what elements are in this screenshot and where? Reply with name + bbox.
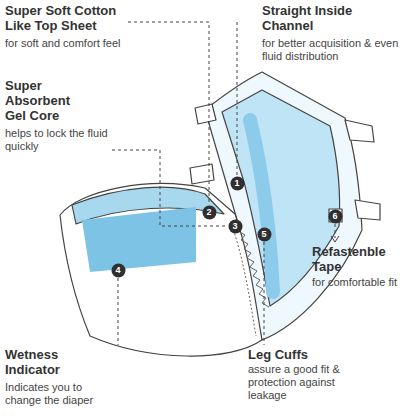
callout-number: 4 — [111, 263, 126, 278]
circle-fill — [202, 205, 216, 219]
circle-fill — [257, 227, 271, 241]
leader-lines — [112, 22, 335, 345]
callout-description: helps to lock the fluid quickly — [5, 127, 115, 153]
leader-line — [118, 278, 119, 345]
circle-fill — [111, 263, 125, 277]
callout-circle: 5 — [257, 227, 272, 242]
callout-number: 6 — [328, 209, 343, 224]
callout-number: 1 — [230, 176, 245, 191]
tape-tab — [345, 120, 374, 142]
callout-circle: 1 — [230, 176, 245, 191]
inside-channel — [250, 120, 273, 292]
callout-number: 2 — [202, 205, 217, 220]
callout-description: for better acquisition & even fluid dist… — [262, 37, 407, 63]
circle-fill — [228, 219, 242, 233]
circle-fill — [328, 209, 342, 223]
stitch-line — [232, 226, 256, 336]
callout-description: assure a good fit & protection against l… — [248, 363, 358, 402]
callout-heading: Super Soft Cotton Like Top Sheet — [5, 3, 130, 33]
tape-tab — [195, 104, 216, 124]
leader-line — [112, 150, 228, 226]
gel-core-panel — [82, 207, 196, 272]
leader-line — [237, 22, 238, 176]
callout-circle: 3 — [228, 219, 243, 234]
tape-tab — [355, 200, 380, 220]
callout-circle: 2 — [202, 205, 217, 220]
callout-number: 3 — [228, 219, 243, 234]
leader-line — [335, 224, 336, 238]
callout-circle: 6 — [328, 209, 343, 224]
callout-description: Indicates you to change the diaper — [5, 381, 115, 407]
callout-heading: Leg Cuffs — [248, 347, 368, 362]
callout-heading: Straight Inside Channel — [262, 3, 402, 33]
arrow-tip — [331, 236, 339, 242]
callout-heading: Wetness Indicator — [5, 347, 85, 377]
callout-heading: Super Absorbent Gel Core — [5, 78, 85, 123]
callout-description: for soft and comfort feel — [5, 37, 165, 50]
leader-line — [128, 22, 209, 205]
callout-description: for comfortable fit — [312, 276, 412, 289]
callout-heading: Refastenble Tape — [312, 244, 412, 274]
tape-tab — [190, 164, 214, 184]
leader-line — [264, 242, 265, 345]
callout-number: 5 — [257, 227, 272, 242]
circle-fill — [230, 176, 244, 190]
callout-circle: 4 — [111, 263, 126, 278]
front-panel — [60, 184, 262, 356]
